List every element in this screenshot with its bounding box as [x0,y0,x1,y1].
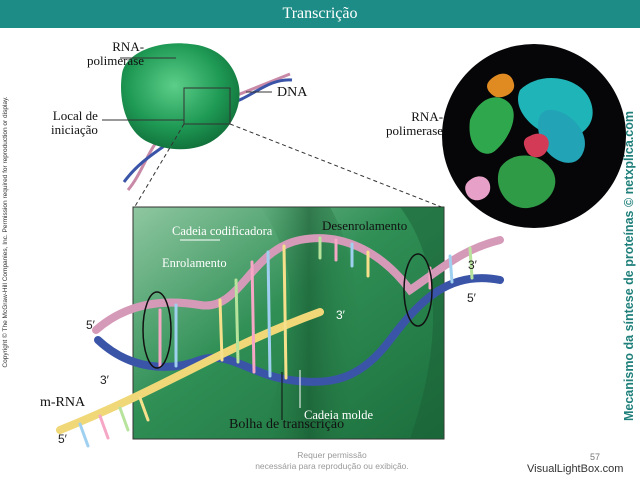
label-m-rna: m-RNA [40,395,86,410]
strand-end-3-right: 3′ [468,258,477,272]
label-local-iniciacao: Local de iniciação [51,108,98,137]
zoom-region [183,87,231,125]
label-desenrolamento: Desenrolamento [322,218,408,233]
label-cadeia-codificadora: Cadeia codificadora [172,224,273,238]
label-dna: DNA [277,85,308,100]
permission-note: Requer permissão necessária para reprodu… [255,450,409,471]
strand-end-3-mrna: 3′ [336,308,345,322]
watermark: VisualLightBox.com [527,463,624,475]
label-cadeia-molde: Cadeia molde [304,408,374,422]
label-bolha-transcricao: Bolha de transcrição [229,417,345,432]
strand-end-3-left: 3′ [100,373,109,387]
page-number: 57 [590,452,601,462]
strand-end-5-right: 5′ [467,291,476,305]
zoom-guide-left [133,123,185,209]
rna-polimerase-blob [121,43,240,150]
label-rna-polimerase-left: RNA- polimerase [87,39,145,68]
page-title: Transcrição [282,5,358,22]
label-rna-polimerase-right: RNA- polimerase [386,109,444,138]
detail-dna [56,234,504,448]
label-enrolamento: Enrolamento [162,256,227,270]
zoom-guide-right [229,123,445,209]
title-bar: Transcrição [0,0,640,28]
strand-end-5-left: 5′ [86,318,95,332]
rna-polimerase-structure [442,44,626,228]
strand-end-5-mrna: 5′ [58,432,67,446]
